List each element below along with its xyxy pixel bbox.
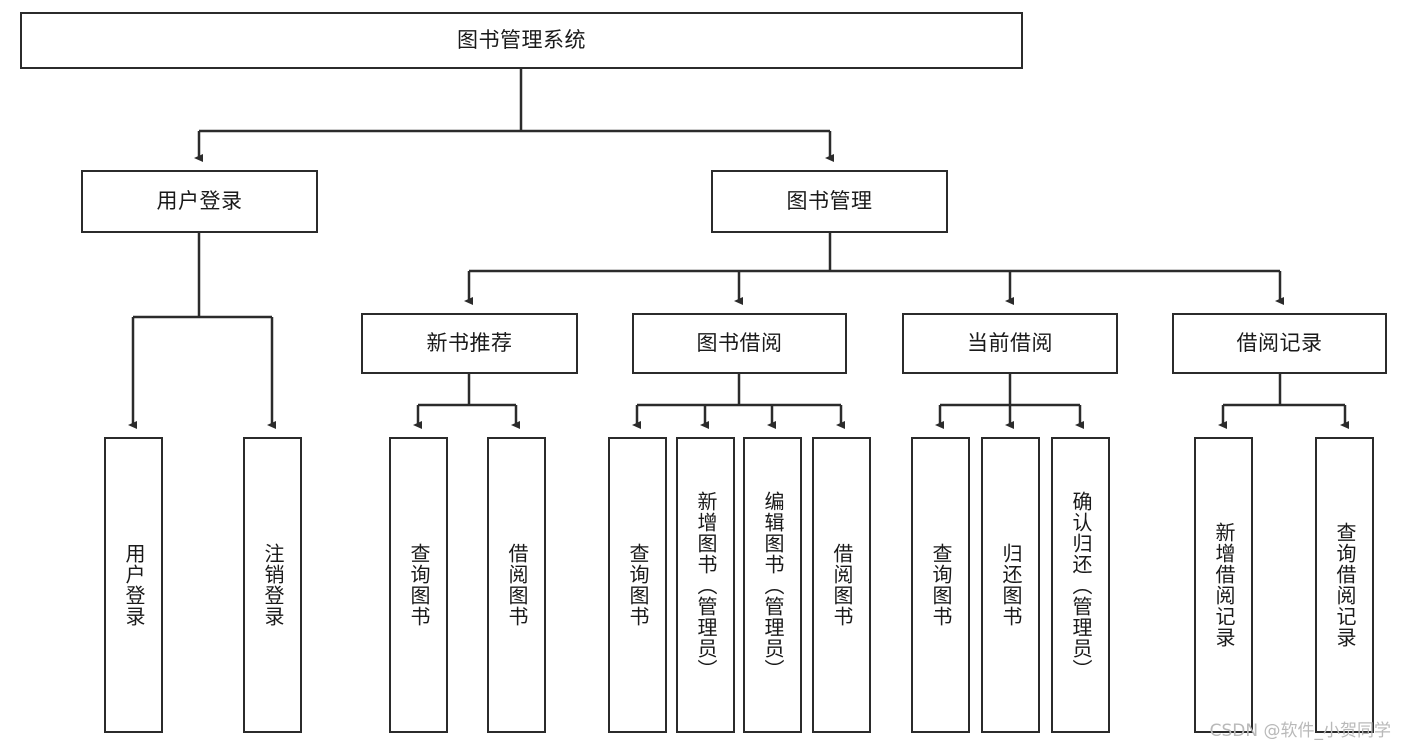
node-borrow-record[interactable]: 借阅记录 [1172,313,1387,374]
leaf-bb-add-book[interactable]: 新增图书（管理员） [676,437,735,733]
leaf-nb-query-book[interactable]: 查询图书 [389,437,448,733]
node-current-borrow[interactable]: 当前借阅 [902,313,1118,374]
leaf-bb-query-book-label: 查询图书 [626,543,650,627]
leaf-logout-label: 注销登录 [261,543,285,627]
leaf-user-login-label: 用户登录 [122,543,146,627]
leaf-br-query-record-label: 查询借阅记录 [1333,522,1357,648]
watermark: CSDN @软件_小贺同学 [1209,721,1391,741]
leaf-user-login[interactable]: 用户登录 [104,437,163,733]
node-book-borrow-label: 图书借阅 [696,331,783,356]
leaf-cb-return-book[interactable]: 归还图书 [981,437,1040,733]
node-book-management[interactable]: 图书管理 [711,170,948,233]
leaf-br-add-record-label: 新增借阅记录 [1212,522,1236,648]
node-root[interactable]: 图书管理系统 [20,12,1023,69]
leaf-bb-borrow-book[interactable]: 借阅图书 [812,437,871,733]
leaf-br-add-record[interactable]: 新增借阅记录 [1194,437,1253,733]
node-root-label: 图书管理系统 [457,28,586,53]
node-borrow-record-label: 借阅记录 [1236,331,1323,356]
node-new-book-recommend-label: 新书推荐 [426,331,513,356]
node-book-borrow[interactable]: 图书借阅 [632,313,847,374]
leaf-cb-confirm-return-label: 确认归还（管理员） [1069,490,1093,680]
leaf-cb-confirm-return[interactable]: 确认归还（管理员） [1051,437,1110,733]
node-user-login[interactable]: 用户登录 [81,170,318,233]
leaf-cb-return-book-label: 归还图书 [999,543,1023,627]
leaf-nb-query-book-label: 查询图书 [407,543,431,627]
leaf-nb-borrow-book-label: 借阅图书 [505,543,529,627]
node-book-management-label: 图书管理 [786,189,873,214]
leaf-cb-query-book[interactable]: 查询图书 [911,437,970,733]
leaf-bb-query-book[interactable]: 查询图书 [608,437,667,733]
leaf-nb-borrow-book[interactable]: 借阅图书 [487,437,546,733]
leaf-cb-query-book-label: 查询图书 [929,543,953,627]
node-new-book-recommend[interactable]: 新书推荐 [361,313,578,374]
node-user-login-label: 用户登录 [156,189,243,214]
leaf-bb-edit-book-label: 编辑图书（管理员） [761,490,785,680]
leaf-bb-add-book-label: 新增图书（管理员） [694,490,718,680]
node-current-borrow-label: 当前借阅 [967,331,1053,356]
leaf-br-query-record[interactable]: 查询借阅记录 [1315,437,1374,733]
leaf-bb-edit-book[interactable]: 编辑图书（管理员） [743,437,802,733]
leaf-bb-borrow-book-label: 借阅图书 [830,543,854,627]
leaf-logout[interactable]: 注销登录 [243,437,302,733]
